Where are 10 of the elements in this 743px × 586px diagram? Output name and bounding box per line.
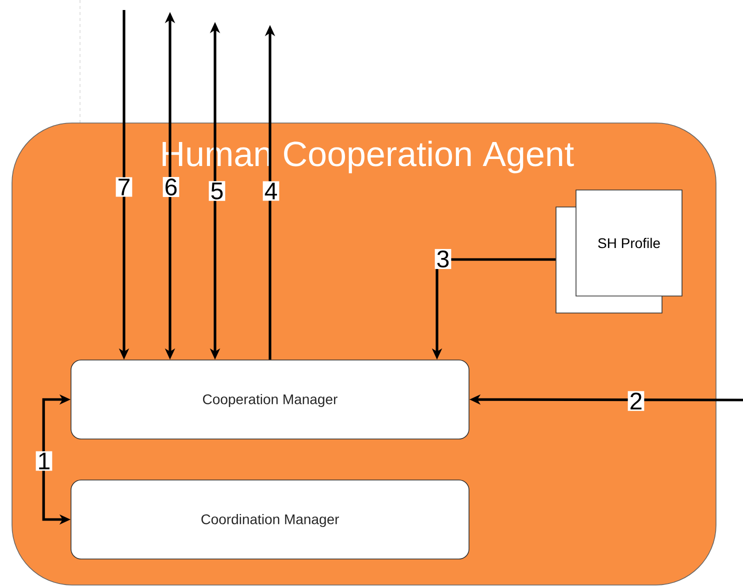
edge-label: 1 (36, 451, 52, 471)
edge-label: 3 (434, 249, 452, 269)
edge-label: 4 (262, 181, 280, 201)
edge-label: 7 (116, 177, 132, 197)
edge-label: 5 (208, 181, 226, 201)
document-stack: SH Profile (556, 190, 682, 314)
edge-label: 2 (628, 391, 644, 411)
manager-box: Cooperation Manager (70, 360, 470, 440)
manager-box: Coordination Manager (70, 480, 470, 560)
edge-label: 6 (162, 177, 180, 197)
